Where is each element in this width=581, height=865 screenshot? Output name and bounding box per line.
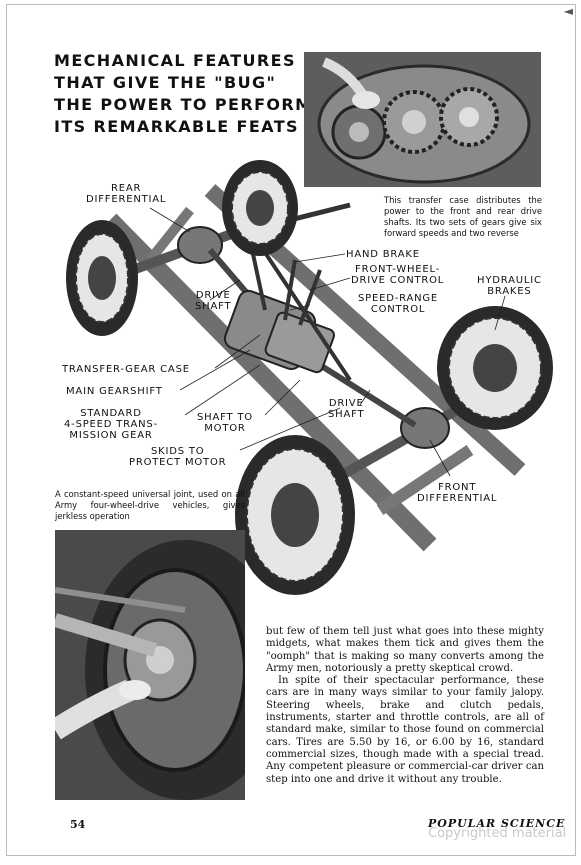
callout-line: HAND BRAKE (346, 249, 420, 260)
callout-line: MOTOR (204, 423, 246, 434)
callout-hand-brake: HAND BRAKE (346, 249, 420, 260)
magazine-name: POPULAR SCIENCE (428, 817, 566, 830)
universal-joint-caption: A constant-speed universal joint, used o… (55, 489, 245, 521)
corner-mark: ◄ (563, 4, 573, 18)
callout-line: PROTECT MOTOR (129, 457, 227, 468)
rear-right-wheel (222, 160, 298, 256)
callout-main-gearshift: MAIN GEARSHIFT (66, 386, 163, 397)
callout-front-wheel-drive-control: FRONT-WHEEL- DRIVE CONTROL (351, 264, 444, 286)
callout-line: CONTROL (370, 304, 426, 315)
transfer-case-illustration (304, 52, 541, 187)
callout-speed-range-control: SPEED-RANGE CONTROL (358, 293, 438, 315)
callout-shaft-to-motor: SHAFT TO MOTOR (197, 412, 253, 434)
callout-hydraulic-brakes: HYDRAULIC BRAKES (477, 275, 542, 297)
callout-line: TRANSFER-GEAR CASE (62, 364, 190, 375)
universal-joint-illustration (55, 530, 245, 800)
callout-line: FRONT (438, 482, 477, 493)
callout-line: REAR (111, 183, 142, 194)
chassis-drawing (66, 160, 553, 595)
callout-standard-transmission-gear: STANDARD 4-SPEED TRANS- MISSION GEAR (64, 408, 158, 441)
callout-drive-shaft-rear: DRIVE SHAFT (195, 290, 231, 312)
headline-line: ITS REMARKABLE FEATS (54, 117, 299, 136)
callout-line: 4-SPEED TRANS- (64, 419, 158, 430)
headline-line: MECHANICAL FEATURES (54, 51, 296, 70)
callout-line: SHAFT (328, 409, 365, 420)
callout-line: SKIDS TO (150, 446, 205, 457)
callout-line: DIFFERENTIAL (86, 194, 167, 205)
headline-line: THAT GIVE THE "BUG" (54, 73, 277, 92)
callout-line: MISSION GEAR (69, 430, 153, 441)
callout-line: FRONT-WHEEL- (355, 264, 441, 275)
callout-line: MAIN GEARSHIFT (66, 386, 163, 397)
page-number: 54 (70, 818, 86, 831)
callout-drive-shaft-front: DRIVE SHAFT (328, 398, 364, 420)
callout-line: SPEED-RANGE (358, 293, 439, 304)
callout-rear-differential: REAR DIFFERENTIAL (86, 183, 166, 205)
universal-joint-photo (55, 530, 245, 800)
headline: MECHANICAL FEATURES THAT GIVE THE "BUG" … (54, 50, 313, 138)
front-left-wheel (235, 435, 355, 595)
article-body: but few of them tell just what goes into… (266, 626, 544, 786)
rear-left-wheel (66, 220, 138, 336)
callout-skids: SKIDS TO PROTECT MOTOR (129, 446, 226, 468)
callout-transfer-gear-case: TRANSFER-GEAR CASE (62, 364, 190, 375)
front-right-wheel (437, 306, 553, 430)
article-paragraph: In spite of their spectacular performanc… (266, 675, 544, 785)
article-paragraph: but few of them tell just what goes into… (266, 626, 544, 674)
transfer-case-photo (304, 52, 541, 187)
transfer-case-caption: This transfer case distributes the power… (384, 195, 542, 238)
copyright-watermark: Copyrighted material (428, 826, 567, 841)
callout-line: SHAFT (195, 301, 232, 312)
callout-line: BRAKES (487, 286, 532, 297)
callout-line: DIFFERENTIAL (417, 493, 498, 504)
callout-line: DRIVE CONTROL (351, 275, 445, 286)
headline-line: THE POWER TO PERFORM (54, 95, 313, 114)
callout-front-differential: FRONT DIFFERENTIAL (417, 482, 497, 504)
callout-line: DRIVE (328, 398, 364, 409)
callout-line: STANDARD (80, 408, 142, 419)
callout-line: SHAFT TO (197, 412, 253, 423)
callout-line: DRIVE (195, 290, 231, 301)
callout-line: HYDRAULIC (477, 275, 542, 286)
